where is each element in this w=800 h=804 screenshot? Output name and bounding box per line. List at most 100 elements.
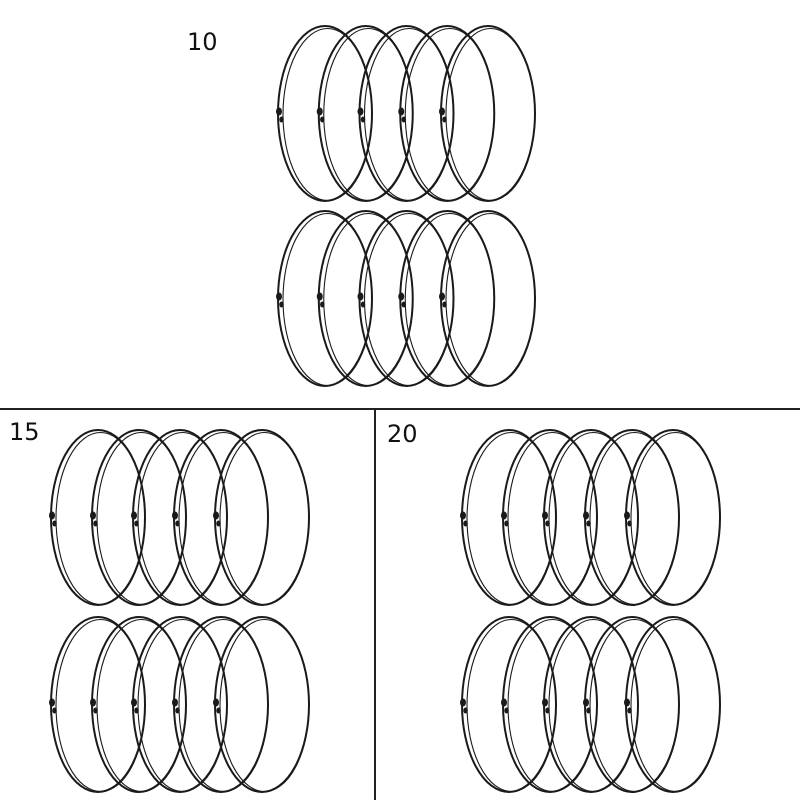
bracelet-loop	[501, 616, 598, 793]
bracelet-loop	[357, 25, 455, 202]
quantity-label-bottom-left: 15	[9, 418, 40, 446]
cord-strand-inner	[630, 618, 721, 793]
bracelet-loop	[172, 429, 269, 606]
slide-knot	[216, 707, 221, 714]
slide-knot	[501, 511, 507, 520]
slide-knot	[90, 511, 96, 520]
slide-knot	[279, 116, 284, 123]
slide-knot	[131, 698, 137, 707]
bracelet-row	[460, 429, 721, 606]
bracelet-loop	[398, 210, 496, 387]
slide-knot	[320, 301, 325, 308]
cord-strand-inner	[96, 618, 187, 793]
slide-knot	[213, 511, 219, 520]
cord-strand-inner	[404, 212, 495, 387]
cord-strand-inner	[282, 27, 373, 202]
slide-knot	[545, 520, 550, 527]
bracelet-loop	[398, 25, 496, 202]
slide-knot	[439, 107, 445, 116]
bracelet-group-right	[460, 429, 721, 793]
bracelet-loop	[316, 25, 414, 202]
slide-knot	[463, 707, 468, 714]
slide-knot	[276, 107, 282, 116]
slide-knot	[316, 292, 323, 301]
slide-knot	[624, 698, 630, 707]
bracelet-loop	[501, 429, 598, 606]
slide-knot	[504, 707, 509, 714]
slide-knot	[624, 511, 630, 520]
cord-strand-inner	[55, 618, 146, 793]
slide-knot	[398, 292, 405, 301]
bracelet-loop	[90, 429, 187, 606]
slide-knot	[276, 292, 282, 301]
slide-knot	[213, 698, 219, 707]
slide-knot	[216, 520, 221, 527]
cord-strand-inner	[323, 212, 414, 387]
slide-knot	[583, 698, 589, 707]
quantity-label-bottom-right: 20	[387, 420, 418, 448]
cord-strand-inner	[466, 431, 557, 606]
slide-knot	[52, 520, 57, 527]
bracelet-loop	[583, 616, 680, 793]
cord-strand-inner	[219, 618, 310, 793]
cord-strand-inner	[630, 431, 721, 606]
cord-strand-inner	[548, 431, 639, 606]
cord-strand-inner	[219, 431, 310, 606]
cord-strand-inner	[404, 27, 495, 202]
cord-strand-inner	[178, 618, 269, 793]
slide-knot	[320, 116, 325, 123]
slide-knot	[360, 116, 366, 123]
slide-knot	[398, 107, 405, 116]
slide-knot	[583, 511, 589, 520]
slide-knot	[401, 116, 406, 123]
horizontal-divider	[0, 408, 800, 410]
bracelet-loop	[583, 429, 680, 606]
bracelet-row	[276, 210, 536, 387]
slide-knot	[442, 116, 447, 123]
slide-knot	[542, 511, 548, 520]
bracelet-loop	[213, 429, 310, 606]
bracelet-loop	[90, 616, 187, 793]
cord-strand-inner	[548, 618, 639, 793]
cord-strand-inner	[96, 431, 187, 606]
bracelet-loop	[49, 429, 146, 606]
bracelet-loop	[131, 429, 228, 606]
slide-knot	[93, 707, 98, 714]
cord-strand-inner	[507, 618, 598, 793]
cord-strand-inner	[137, 618, 228, 793]
slide-knot	[172, 511, 178, 520]
slide-knot	[175, 707, 180, 714]
slide-knot	[357, 107, 364, 116]
bracelet-row	[276, 25, 536, 202]
cord-strand-inner	[507, 431, 598, 606]
bracelet-loop	[357, 210, 455, 387]
slide-knot	[501, 698, 507, 707]
bracelet-loop	[276, 210, 373, 387]
slide-knot	[93, 520, 98, 527]
slide-knot	[360, 301, 366, 308]
cord-strand-inner	[363, 27, 455, 202]
slide-knot	[357, 292, 364, 301]
slide-knot	[504, 520, 509, 527]
slide-knot	[463, 520, 468, 527]
slide-knot	[134, 707, 139, 714]
bracelet-loop	[460, 429, 557, 606]
slide-knot	[439, 292, 445, 301]
slide-knot	[49, 698, 55, 707]
cord-strand-inner	[466, 618, 557, 793]
slide-knot	[131, 511, 137, 520]
slide-knot	[52, 707, 57, 714]
bracelet-loop	[49, 616, 146, 793]
slide-knot	[49, 511, 55, 520]
bracelet-loop	[624, 429, 721, 606]
slide-knot	[172, 698, 178, 707]
slide-knot	[401, 301, 406, 308]
bracelet-loop	[542, 616, 639, 793]
cord-strand-inner	[323, 27, 414, 202]
bracelet-row	[460, 616, 721, 793]
vertical-divider	[374, 409, 376, 800]
cord-strand-inner	[137, 431, 228, 606]
quantity-label-top: 10	[187, 28, 218, 56]
bracelet-group-top	[276, 25, 536, 387]
